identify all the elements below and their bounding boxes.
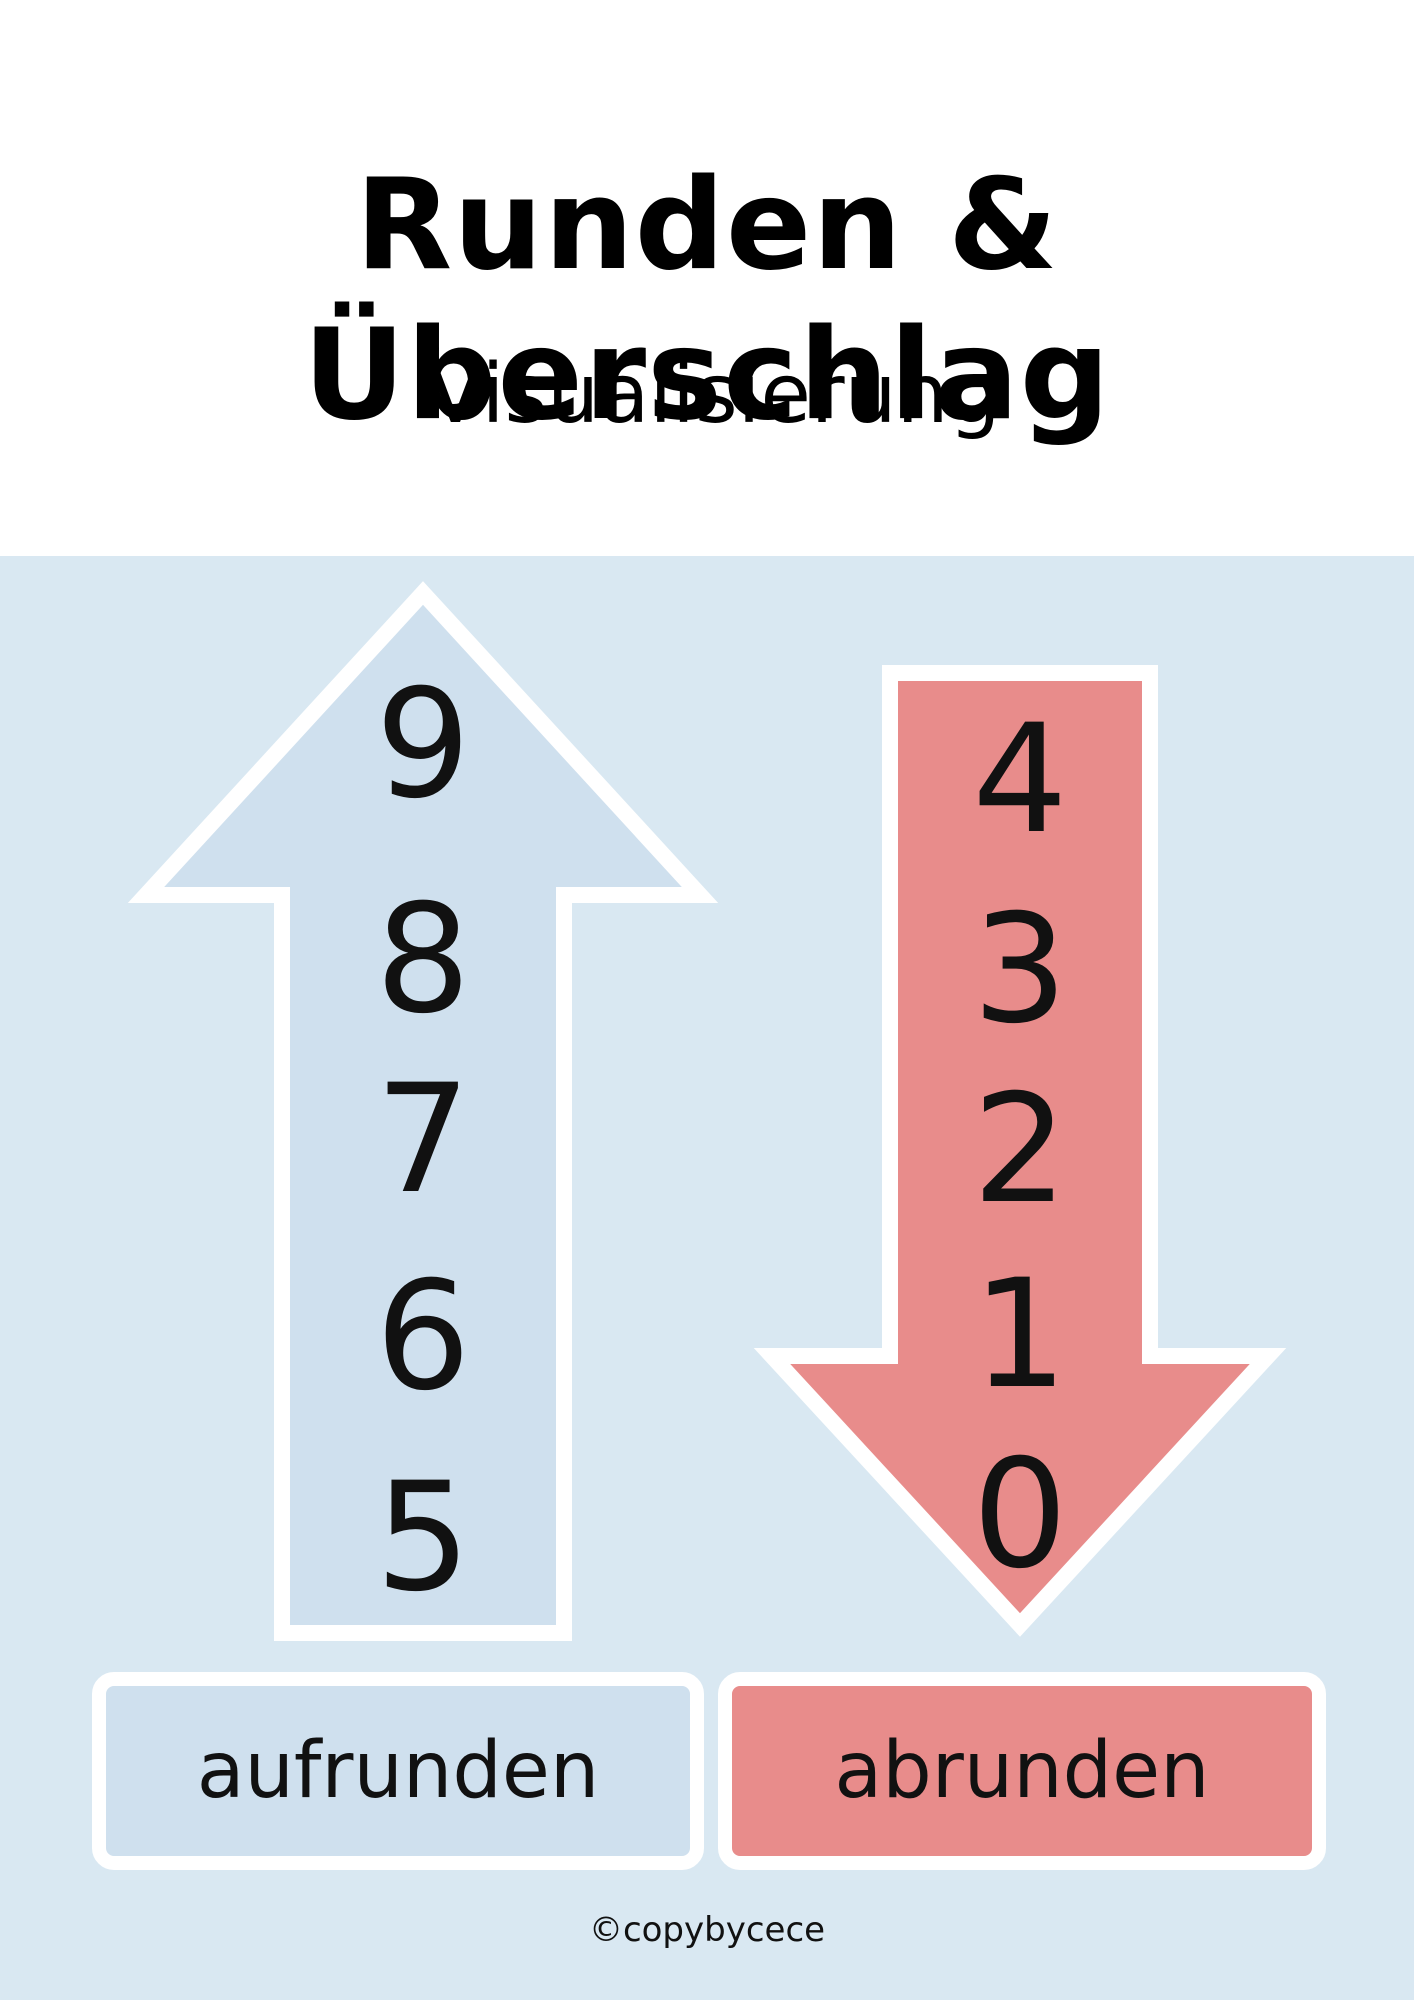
round-up-label: aufrunden [92,1672,704,1870]
round-up-label-text: aufrunden [196,1726,600,1816]
round-up-arrow-icon [127,581,719,1641]
round-down-digit: 4 [972,693,1068,867]
page-subtitle: Visualisierung [427,347,1001,442]
round-down-digit: 0 [972,1428,1068,1602]
round-up-digit: 5 [375,1451,471,1625]
page-title: Runden & Überschlag [303,151,1111,448]
round-down-digit: 2 [972,1063,1068,1237]
round-down-digit: 1 [972,1248,1068,1422]
header: Runden & Überschlag Visualisierung [0,0,1414,556]
round-up-digit: 8 [375,873,471,1047]
copyright-note: ©copybycece [588,1910,826,1950]
round-up-digit: 9 [375,658,471,832]
round-down-label-text: abrunden [834,1726,1210,1816]
round-up-digit: 6 [375,1250,471,1424]
round-down-digit: 3 [972,883,1068,1057]
round-down-label: abrunden [718,1672,1326,1870]
round-down-arrow-icon [753,665,1287,1637]
round-up-digit: 7 [375,1053,471,1227]
